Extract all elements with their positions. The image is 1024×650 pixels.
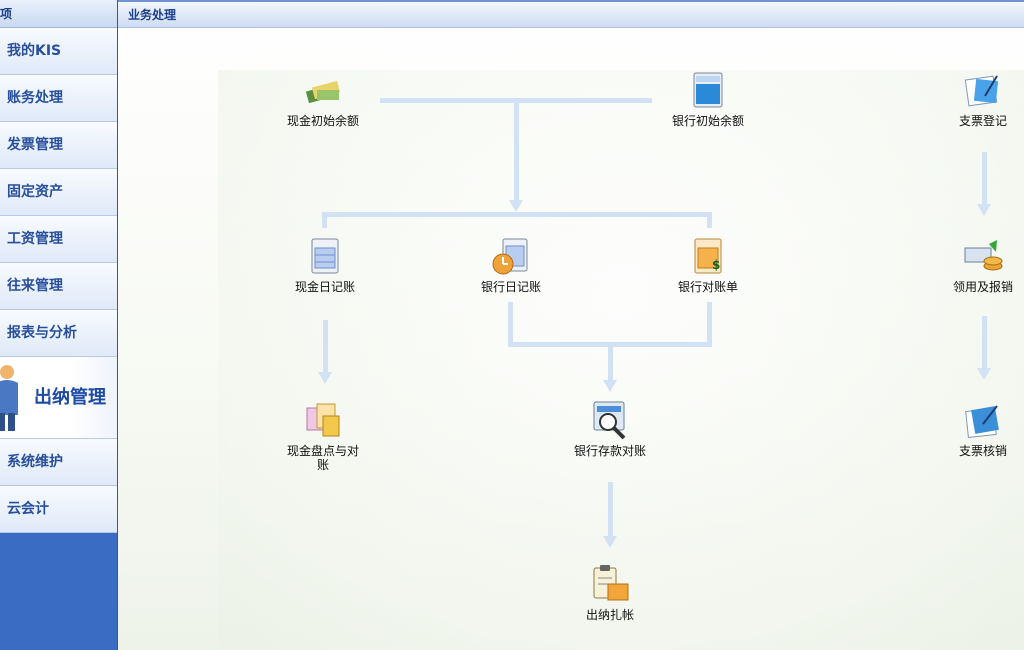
cash-journal-icon: [311, 238, 339, 274]
flow-line: [707, 302, 712, 346]
node-label: 领用及报销: [952, 280, 1013, 294]
flow-line: [514, 98, 519, 202]
flow-line: [982, 316, 987, 368]
flow-line: [323, 320, 328, 372]
flow-arrow: [603, 380, 617, 392]
node-label: 银行日记账: [480, 280, 541, 294]
node-bank-init[interactable]: 银行初始余额: [653, 70, 763, 128]
node-label: 银行存款对账: [573, 444, 646, 458]
sidebar-item-accounting[interactable]: 账务处理: [0, 75, 117, 122]
node-label: 支票登记: [958, 114, 1007, 128]
sidebar-item-payroll[interactable]: 工资管理: [0, 216, 117, 263]
node-label: 现金初始余额: [286, 114, 359, 128]
page-title: 业务处理: [118, 0, 1024, 28]
sidebar-header: 项: [0, 0, 117, 28]
node-label: 银行初始余额: [671, 114, 744, 128]
money-coins-icon: [964, 240, 1003, 271]
flow-arrow: [509, 200, 523, 212]
node-cashier-close[interactable]: 出纳扎帐: [555, 564, 665, 622]
flow-line: [322, 212, 712, 217]
sidebar-item-fixed-assets[interactable]: 固定资产: [0, 169, 117, 216]
flow-arrow: [977, 204, 991, 216]
node-label: 银行对账单: [677, 280, 738, 294]
node-cash-journal[interactable]: 现金日记账: [270, 236, 380, 294]
flow-line: [322, 212, 327, 228]
bank-statement-icon: $: [694, 238, 722, 274]
node-bank-reconcile[interactable]: 银行存款对账: [555, 400, 665, 458]
bank-journal-icon: [492, 238, 528, 275]
flow-arrow: [603, 536, 617, 548]
sidebar-item-label: 出纳管理: [34, 387, 106, 408]
flow-arrow: [318, 372, 332, 384]
check-cancel-icon: [965, 405, 999, 438]
sidebar-item-invoice[interactable]: 发票管理: [0, 122, 117, 169]
node-bank-journal[interactable]: 银行日记账: [456, 236, 566, 294]
sidebar-item-cloud[interactable]: 云会计: [0, 486, 117, 533]
node-cash-count[interactable]: 现金盘点与对账: [268, 400, 378, 472]
sidebar-item-cashier[interactable]: 出纳管理: [0, 357, 117, 439]
flow-arrow: [977, 368, 991, 380]
bank-book-icon: [693, 72, 723, 108]
node-label: 现金日记账: [294, 280, 355, 294]
flow-line: [608, 342, 613, 380]
svg-text:$: $: [712, 258, 720, 272]
node-cash-init[interactable]: 现金初始余额: [268, 70, 378, 128]
flow-line: [707, 212, 712, 228]
clipboard-box-icon: [593, 565, 629, 601]
node-check-register[interactable]: 支票登记: [928, 70, 1024, 128]
node-bank-statement[interactable]: $ 银行对账单: [653, 236, 763, 294]
check-register-icon: [964, 75, 999, 107]
node-label: 现金盘点与对账: [286, 444, 359, 472]
flow-line: [608, 482, 613, 536]
cash-count-icon: [306, 403, 340, 437]
sidebar-item-my-kis[interactable]: 我的KIS: [0, 28, 117, 75]
node-receive-reimburse[interactable]: 领用及报销: [928, 236, 1024, 294]
cash-bills-icon: [305, 80, 341, 104]
magnifier-reconcile-icon: [593, 401, 626, 440]
node-label: 支票核销: [958, 444, 1007, 458]
sidebar: 项 我的KIS 账务处理 发票管理 固定资产 工资管理 往来管理 报表与分析 出…: [0, 0, 118, 650]
flow-line: [508, 302, 513, 346]
node-check-cancel[interactable]: 支票核销: [928, 400, 1024, 458]
sidebar-item-system[interactable]: 系统维护: [0, 439, 117, 486]
flow-background: [218, 70, 1024, 650]
sidebar-item-reports[interactable]: 报表与分析: [0, 310, 117, 357]
node-label: 出纳扎帐: [585, 608, 634, 622]
main-panel: 业务处理 现金初始余额 银行初始余额: [118, 0, 1024, 650]
person-icon: [0, 365, 18, 431]
flow-line: [982, 152, 987, 204]
sidebar-item-receivables[interactable]: 往来管理: [0, 263, 117, 310]
